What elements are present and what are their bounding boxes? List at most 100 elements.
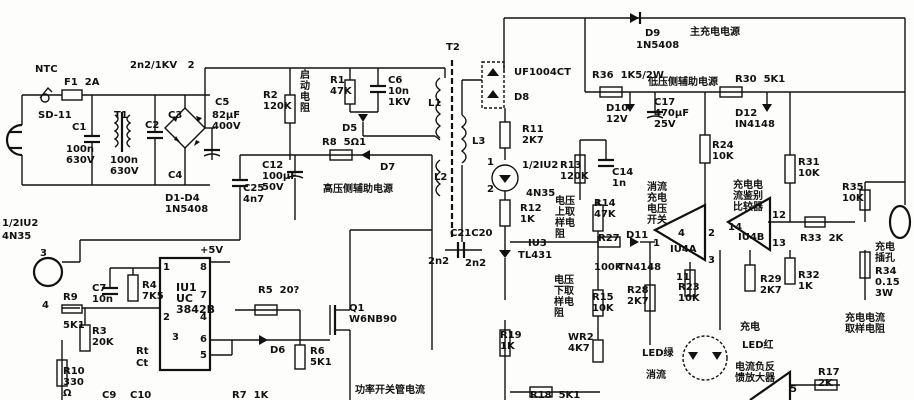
label-l1: L1 [428,98,442,109]
label-c2-top: 2n2/1KV 2 [130,60,195,71]
label-iu3: IU3 [528,238,547,249]
label-l3: L3 [472,136,486,147]
label-p6: 6 [200,334,207,345]
label-main-supply: 主充电电源 [690,27,740,38]
charge-jack [888,204,912,240]
label-c25: C25 4n7 [243,183,265,205]
label-n35: 4N35 [526,188,556,199]
label-r23: R23 10K [678,282,700,304]
label-sw-cur: 功率开关管电流 [355,385,425,396]
snubber-r1-c6 [344,68,435,137]
label-d8: D8 [514,92,530,103]
label-r19: R19 1K [500,330,522,352]
label-d11: D11 [626,230,649,241]
diode-d6 [259,335,268,345]
diode-d12 [762,104,772,112]
label-pin14: 14 [728,222,742,233]
label-uf1004: UF1004CT [514,67,571,78]
label-r2: R2 120K [263,90,292,112]
label-ct: Ct [136,358,149,369]
label-v-lower: 电压 下取 样电 阻 [554,275,574,319]
shunt-tl431 [499,250,511,258]
label-c2n2b: 2n2 [465,258,487,269]
label-c5-val: 82μF 400V [212,110,241,132]
label-v-upper: 电压 上取 样电 阻 [555,196,575,240]
label-d9-val: 1N5408 [636,40,680,51]
label-r10: R10 330 Ω [63,366,85,399]
transformer-t2 [434,60,482,240]
label-p3: 3 [172,332,179,343]
label-c1-val: 100n 630V [66,144,95,166]
ac-plug [5,123,23,157]
diode-d5 [358,114,368,122]
label-r9-val: 5K1 [63,320,85,331]
zener-d10 [625,104,635,112]
label-r18: R18 5K1 [530,390,581,400]
label-high-aux: 高压侧辅助电源 [323,184,393,195]
label-sd11: SD-11 [38,110,72,121]
label-wr2: WR2 4K7 [568,332,594,354]
fuse-f1 [61,89,83,101]
high-aux-supply [232,149,433,350]
label-c7: C7 10n [92,283,114,305]
label-r9: R9 [63,292,78,303]
label-d10: D10 12V [606,103,629,125]
label-r28: R28 2K7 [627,285,649,307]
label-r15: R15 10K [592,292,614,314]
label-left-n35: 4N35 [2,231,32,242]
label-c5: C5 [215,97,230,108]
label-pin11: 11 [676,272,690,283]
label-charge: 充电 [740,322,760,333]
label-c2n2a: 2n2 [428,256,450,267]
opamp-neg-feedback [749,369,792,400]
label-p4: 4 [200,312,207,323]
primary-control [32,229,432,400]
label-discharge: 消流 [646,370,666,381]
label-r29: R29 2K7 [760,274,782,296]
label-r1: R1 47K [330,75,352,97]
label-c2: C2 [145,120,160,131]
bridge-rectifier [164,95,215,185]
label-d5: D5 [342,123,358,134]
capacitor-c1 [84,95,100,185]
label-r7: R7 1K [232,390,269,400]
opamp-iu4b [725,196,772,253]
label-c17: C17 470μF 25V [654,97,690,130]
label-neg-amp: 电流负反 馈放大器 [735,362,775,384]
label-d1d4: D1-D4 1N5408 [165,193,209,215]
label-plus5v: +5V [200,245,224,256]
label-r36: R36 1K5/2W [592,70,664,81]
diode-d8 [481,17,905,109]
choke-t1 [113,112,132,152]
label-q1: Q1 W6NB90 [349,303,397,325]
label-ntc: NTC [35,64,58,75]
label-r33: R33 2K [800,233,844,244]
hv-bus [203,67,445,160]
resistor-r2 [284,68,296,160]
label-r35: R35 10K [842,182,864,204]
label-r32: R32 1K [798,270,820,292]
label-p1: 1 [163,262,170,273]
input-rails [21,86,210,186]
label-r12: R12 1K [520,203,542,225]
label-c9: C9 [102,390,117,400]
label-d12: D12 IN4148 [735,108,775,130]
diode-d7 [361,150,370,160]
label-r27-val: 100K [594,262,623,273]
label-r5: R5 20? [258,285,300,296]
label-left-iu2: 1/2IU2 [2,218,39,229]
label-r8: R8 5Ω1 [322,137,367,148]
label-p8: 8 [200,262,207,273]
label-left-p3: 3 [40,248,47,259]
ic-uc3842b [158,256,212,372]
label-r14: R14 47K [594,198,616,220]
label-pin5: 5 [790,384,797,395]
label-c1: C1 [72,122,87,133]
label-led-red: LED红 [742,340,774,351]
label-t2: T2 [446,42,460,53]
led-bicolor [682,335,728,381]
label-pin4: 4 [678,228,685,239]
label-r27: R27 [598,233,620,244]
label-cur-sample: 充电电流 取样电阻 [845,313,885,335]
